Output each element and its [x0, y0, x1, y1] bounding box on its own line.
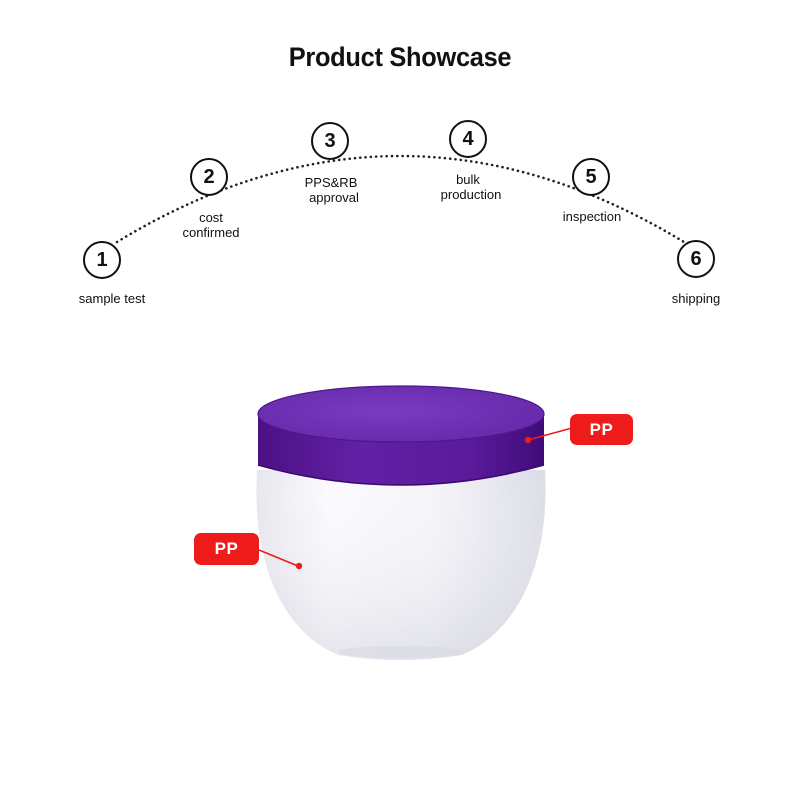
step-6-number: 6: [690, 247, 702, 270]
step-3-label: PPS&RB approval: [304, 175, 359, 205]
step-1-number: 1: [96, 248, 108, 271]
body-material-badge: PP: [194, 533, 259, 565]
step-1-circle: 1: [83, 241, 121, 279]
step-6-label: shipping: [671, 291, 721, 306]
lid-material-badge: PP: [570, 414, 633, 445]
page-title: Product Showcase: [288, 42, 512, 72]
step-5-label: inspection: [562, 209, 622, 224]
step-3-circle: 3: [311, 122, 349, 160]
step-2-circle: 2: [190, 158, 228, 196]
step-1-label: sample test: [78, 291, 146, 306]
step-5-circle: 5: [572, 158, 610, 196]
step-2-label: cost confirmed: [182, 210, 240, 240]
step-5-number: 5: [585, 165, 597, 188]
step-2-number: 2: [203, 165, 215, 188]
step-3-number: 3: [324, 129, 336, 152]
step-4-circle: 4: [449, 120, 487, 158]
step-6-circle: 6: [677, 240, 715, 278]
step-4-number: 4: [462, 127, 474, 150]
step-4-label: bulk production: [440, 172, 502, 202]
